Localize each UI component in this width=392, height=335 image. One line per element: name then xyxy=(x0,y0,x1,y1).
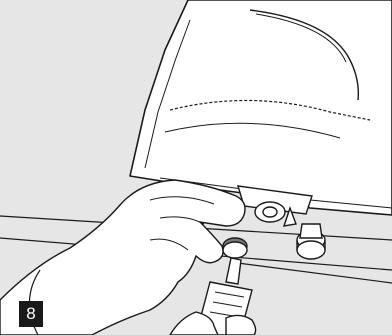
step-number-badge: 8 xyxy=(19,301,43,327)
